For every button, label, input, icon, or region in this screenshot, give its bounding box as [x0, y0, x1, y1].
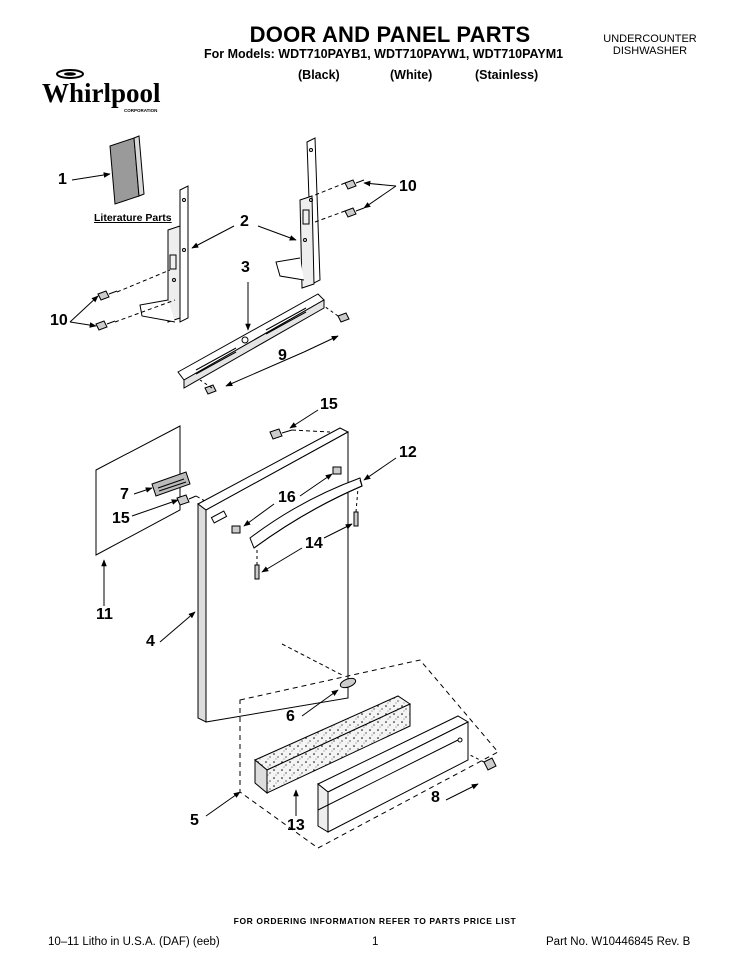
ordering-info: FOR ORDERING INFORMATION REFER TO PARTS … — [233, 916, 517, 926]
appliance-type-line2: DISHWASHER — [612, 45, 688, 57]
callout-10-top: 10 — [399, 178, 417, 195]
leader-10a — [363, 180, 397, 187]
leader-16a — [243, 503, 275, 527]
leader-14b — [323, 523, 353, 539]
callout-3: 3 — [241, 259, 250, 276]
leader-15b — [131, 499, 179, 517]
callout-4: 4 — [146, 633, 155, 650]
callout-9: 9 — [278, 347, 287, 364]
color-white-label: (White) — [390, 68, 433, 82]
cross-brace-part — [177, 293, 325, 389]
outer-door-panel-part — [197, 427, 350, 723]
toe-panel-part — [317, 715, 470, 833]
callout-15-top: 15 — [320, 396, 338, 413]
hinge-screws-part — [95, 179, 365, 331]
leader-14a — [261, 547, 303, 573]
door-handle-part — [249, 477, 363, 549]
leader-7 — [133, 487, 153, 495]
leader-6 — [301, 689, 339, 717]
appliance-type-line1: UNDERCOUNTER — [603, 33, 697, 45]
leader-12 — [363, 457, 397, 481]
toe-panel-clip-part — [467, 753, 497, 771]
model-list: For Models: WDT710PAYB1, WDT710PAYW1, WD… — [204, 47, 564, 61]
leader-8 — [445, 783, 479, 801]
literature-booklet-part — [109, 135, 145, 205]
leader-2a — [191, 225, 235, 249]
color-black-label: (Black) — [298, 68, 340, 82]
callout-1: 1 — [58, 171, 67, 188]
litho-info: 10–11 Litho in U.S.A. (DAF) (eeb) — [48, 936, 220, 948]
callout-7: 7 — [120, 486, 129, 503]
whirlpool-logo: Whirlpool CORPORATION — [40, 68, 165, 118]
door-liner-sheet-part — [95, 425, 181, 556]
literature-parts-label: Literature Parts — [94, 212, 172, 224]
leader-16b — [299, 473, 333, 497]
callout-11: 11 — [96, 606, 113, 623]
leader-4 — [159, 611, 196, 643]
leader-9a — [225, 351, 305, 387]
leader-2b — [257, 225, 297, 241]
callout-12: 12 — [399, 444, 417, 461]
logo-brand-text: Whirlpool — [42, 78, 161, 108]
right-hinge-bracket-part — [275, 137, 321, 289]
callout-13: 13 — [287, 817, 305, 834]
leader-10b — [363, 185, 397, 209]
leader-5 — [205, 791, 241, 817]
left-hinge-bracket-part — [139, 185, 189, 323]
callout-2: 2 — [240, 213, 249, 230]
callout-14: 14 — [305, 535, 323, 552]
page-number: 1 — [372, 936, 379, 948]
door-plug-part — [339, 677, 357, 689]
callout-5: 5 — [190, 812, 199, 829]
callout-8: 8 — [431, 789, 440, 806]
logo-sub-text: CORPORATION — [124, 108, 157, 113]
page-title: DOOR AND PANEL PARTS — [249, 22, 531, 47]
callout-6: 6 — [286, 708, 295, 725]
leader-10d — [69, 321, 97, 328]
appliance-type: UNDERCOUNTER DISHWASHER — [600, 33, 700, 57]
kit-enclosure-outline — [239, 659, 499, 849]
leader-15a — [289, 409, 319, 429]
vent-grille-part — [151, 471, 191, 497]
part-number: Part No. W10446845 Rev. B — [546, 936, 691, 948]
leader-1 — [71, 172, 111, 181]
handle-spacers-part — [231, 466, 342, 534]
callout-16: 16 — [278, 489, 296, 506]
leader-9b — [303, 335, 339, 353]
leader-10c — [69, 295, 99, 323]
foam-insulation-strip-part — [254, 695, 412, 795]
whirlpool-logo-graphic: Whirlpool CORPORATION — [42, 69, 161, 113]
handle-screws-part — [254, 487, 359, 580]
brace-screws-part — [199, 305, 350, 395]
color-stainless-label: (Stainless) — [475, 68, 539, 82]
callout-15-left: 15 — [112, 510, 130, 527]
callout-10-left: 10 — [50, 312, 68, 329]
